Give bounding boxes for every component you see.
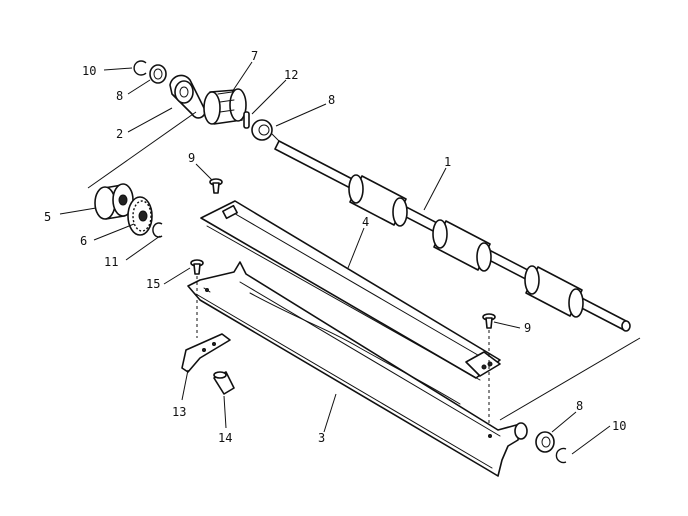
callout-10-left: 10	[82, 64, 96, 78]
callout-8-left: 8	[116, 89, 123, 103]
pin-12	[243, 111, 250, 129]
callout-2: 2	[116, 127, 123, 141]
callout-15: 15	[146, 277, 160, 291]
e-clip-11	[152, 222, 163, 238]
callout-7: 7	[251, 49, 258, 63]
pulley-5	[94, 183, 134, 220]
washer-right	[514, 422, 528, 440]
assembly-line-right	[499, 337, 641, 421]
e-ring-left-top	[133, 60, 147, 76]
guide-plate-4	[200, 200, 501, 381]
callout-13: 13	[172, 405, 186, 419]
callout-8-right: 8	[576, 399, 583, 413]
roller-shaft	[267, 129, 631, 332]
callout-14: 14	[218, 431, 232, 445]
screw-9-top	[209, 178, 223, 194]
callout-9-top: 9	[188, 151, 195, 165]
callout-10-right: 10	[612, 419, 626, 433]
callout-5: 5	[44, 210, 51, 224]
lever-13	[181, 333, 231, 373]
callout-1: 1	[444, 155, 451, 169]
bushing-left	[149, 64, 167, 84]
bushing-8-on-shaft	[251, 119, 273, 141]
bushing-8-right	[535, 431, 555, 453]
callout-9-right: 9	[524, 321, 531, 335]
callout-8-shaft: 8	[328, 93, 335, 107]
screw-9-right	[482, 313, 496, 329]
callout-12: 12	[284, 68, 298, 82]
callout-3: 3	[318, 431, 325, 445]
screw-15	[190, 259, 204, 275]
callout-4: 4	[362, 215, 369, 229]
callout-labels: 10 8 2 7 12 8 1 9 5 6 11 4 15 9 13 14 3 …	[44, 49, 626, 445]
gear-7	[203, 88, 247, 125]
bracket-2	[169, 74, 206, 119]
e-ring-right	[555, 447, 567, 464]
callout-6: 6	[80, 234, 87, 248]
assembly-line-left	[87, 111, 197, 189]
gear-6	[127, 196, 153, 236]
leader-lines	[59, 61, 611, 455]
spring-14	[213, 371, 235, 395]
callout-11: 11	[104, 255, 118, 269]
